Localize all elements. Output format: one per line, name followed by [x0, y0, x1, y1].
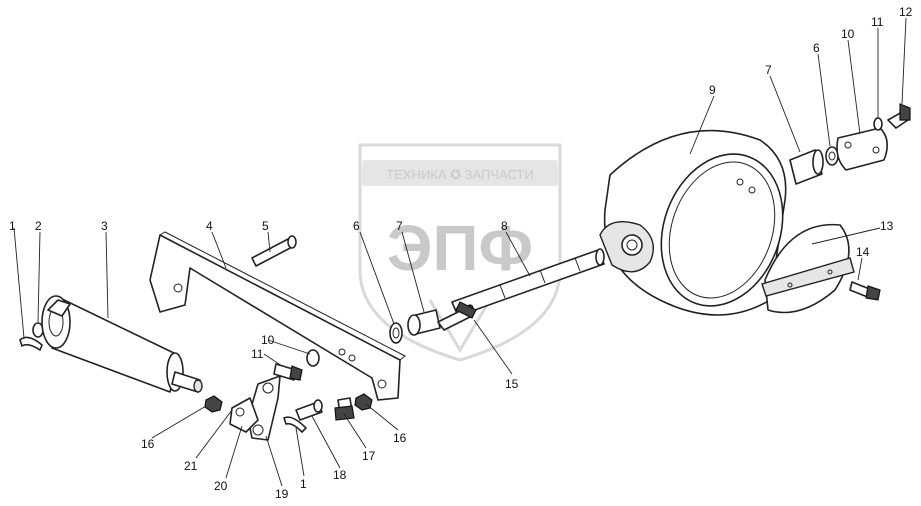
callout-7-center: 7 — [396, 219, 403, 233]
leader-lines — [13, 17, 907, 487]
callout-11-lower: 11 — [251, 347, 264, 361]
part-split-pin-left — [19, 336, 43, 351]
callout-2: 2 — [35, 219, 42, 233]
callout-13: 13 — [880, 219, 894, 233]
part-fork — [229, 397, 259, 433]
part-bolt-17 — [334, 397, 355, 421]
part-washer-center — [389, 322, 403, 344]
callout-1-right: 1 — [300, 477, 307, 491]
callout-17: 17 — [362, 449, 376, 463]
part-mounting-bracket — [149, 231, 406, 401]
callout-10-lower: 10 — [261, 333, 275, 347]
callout-6-center: 6 — [353, 219, 360, 233]
part-cover-plate — [836, 127, 888, 171]
callout-15: 15 — [505, 377, 519, 391]
callout-19: 19 — [275, 487, 289, 501]
part-washer-right — [825, 146, 839, 166]
callout-6-right: 6 — [813, 41, 820, 55]
part-axle-pin — [251, 235, 297, 267]
part-cover-disc — [761, 223, 855, 314]
part-nut-left — [204, 395, 223, 413]
part-bushing-center — [407, 309, 441, 336]
callout-20: 20 — [214, 479, 228, 493]
callout-10-right: 10 — [841, 27, 855, 41]
callout-labels: 1 2 3 4 5 6 7 8 9 7 6 10 11 12 13 14 15 … — [9, 5, 913, 501]
callout-3: 3 — [101, 219, 108, 233]
part-hydraulic-cylinder — [41, 295, 203, 393]
callout-5: 5 — [262, 219, 269, 233]
part-nut-right — [354, 393, 373, 411]
part-clamp — [437, 301, 477, 331]
callout-1: 1 — [9, 219, 16, 233]
callout-12: 12 — [899, 5, 913, 19]
callout-11-right: 11 — [871, 15, 884, 29]
part-brake-drum — [599, 129, 787, 316]
callout-21: 21 — [184, 459, 198, 473]
watermark: ТЕХНИКА ✪ ЗАПЧАСТИ ЭПФ — [358, 143, 562, 362]
callout-14: 14 — [856, 245, 870, 259]
part-bushing-right — [789, 149, 824, 185]
callout-4: 4 — [206, 219, 213, 233]
watermark-logo-letters: ЭПФ — [387, 212, 533, 284]
callout-7-right: 7 — [765, 63, 772, 77]
callout-8: 8 — [501, 219, 508, 233]
part-pin-18 — [295, 399, 323, 421]
watermark-banner — [362, 160, 558, 186]
watermark-company-text: ТЕХНИКА ✪ ЗАПЧАСТИ — [386, 167, 533, 182]
callout-16-left: 16 — [141, 437, 155, 451]
part-washer-lower — [306, 349, 320, 367]
watermark-emblem — [428, 299, 492, 353]
part-bolt-lower — [273, 363, 303, 381]
part-bolt-right — [849, 281, 881, 301]
callout-18: 18 — [333, 468, 347, 482]
part-split-pin-right — [283, 416, 307, 433]
part-bolt-top-right — [887, 103, 911, 129]
part-spring-washer-right — [873, 117, 883, 131]
part-shaft — [451, 248, 605, 317]
callout-16-right: 16 — [393, 431, 407, 445]
callout-9: 9 — [709, 83, 716, 97]
